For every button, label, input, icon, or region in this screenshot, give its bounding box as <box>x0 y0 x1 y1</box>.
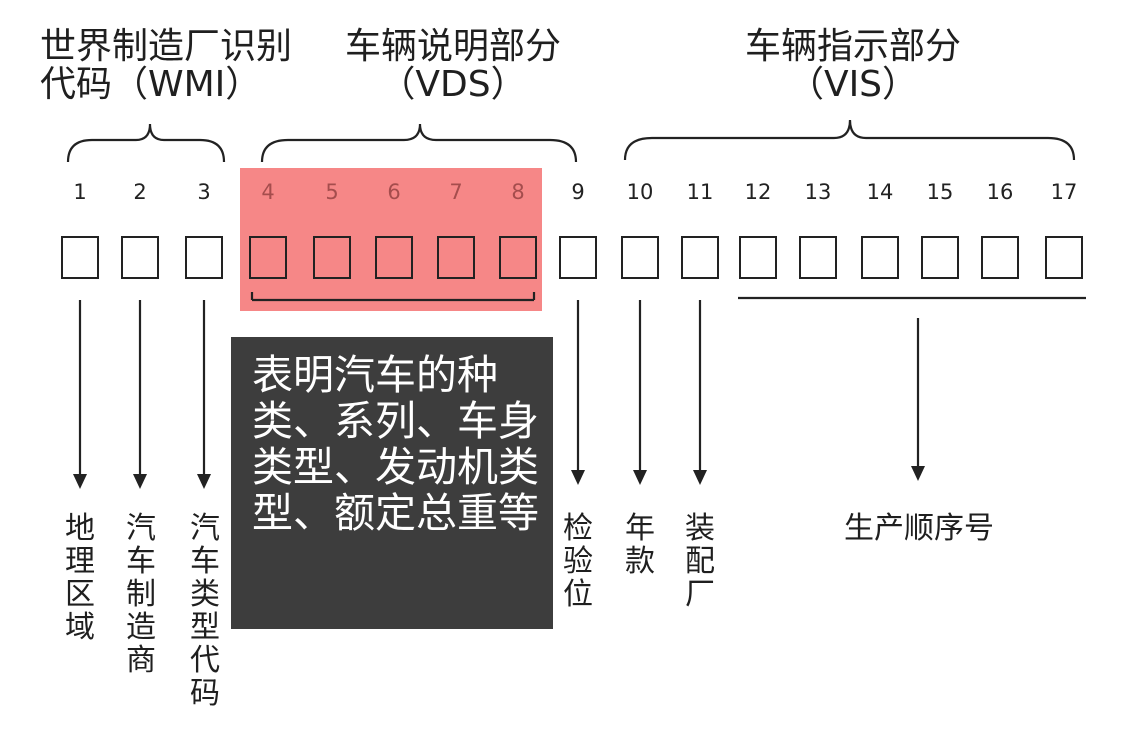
label-model-year: 年款 <box>625 511 655 579</box>
vds-title-line2: （VDS） <box>379 64 527 105</box>
label-vehicle-type-code: 汽车类型代码 <box>190 511 220 711</box>
vin-char-box-14 <box>861 236 899 279</box>
vin-char-box-9 <box>559 236 597 279</box>
wmi-title-line2: 代码（WMI） <box>40 64 262 105</box>
vin-char-box-11 <box>681 236 719 279</box>
vin-char-box-7 <box>437 236 475 279</box>
position-number-11: 11 <box>686 180 714 204</box>
vin-char-box-10 <box>621 236 659 279</box>
label-manufacturer: 汽车制造商 <box>126 511 156 678</box>
arrow-head-10 <box>633 470 647 485</box>
arrow-head-3 <box>197 474 211 489</box>
vin-char-box-13 <box>799 236 837 279</box>
vin-char-box-4 <box>249 236 287 279</box>
vis-title-line1: 车辆指示部分 <box>744 26 961 67</box>
position-number-14: 14 <box>866 180 894 204</box>
position-number-16: 16 <box>986 180 1014 204</box>
wmi-title-line1: 世界制造厂识别 <box>40 26 293 67</box>
vds-title-line1: 车辆说明部分 <box>344 26 561 67</box>
label-serial-number: 生产顺序号 <box>844 511 994 546</box>
position-number-15: 15 <box>926 180 954 204</box>
vis-title-line2: （VIS） <box>787 64 919 105</box>
vin-char-box-5 <box>313 236 351 279</box>
position-number-2: 2 <box>133 180 147 204</box>
position-number-12: 12 <box>744 180 772 204</box>
position-number-1: 1 <box>73 180 87 204</box>
vds-title: 车辆说明部分 （VDS） <box>318 28 588 104</box>
wmi-brace <box>66 123 226 163</box>
position-number-4: 4 <box>261 180 275 204</box>
vis-brace <box>623 119 1076 161</box>
position-number-5: 5 <box>325 180 339 204</box>
position-number-10: 10 <box>626 180 654 204</box>
vin-char-box-2 <box>121 236 159 279</box>
arrow-head-2 <box>133 474 147 489</box>
vin-char-box-6 <box>375 236 413 279</box>
position-number-3: 3 <box>197 180 211 204</box>
vin-char-box-15 <box>921 236 959 279</box>
vin-char-box-3 <box>185 236 223 279</box>
vds-description-panel <box>231 337 553 629</box>
vin-char-box-17 <box>1045 236 1083 279</box>
vds-description-text: 表明汽车的种类、系列、车身类型、发动机类型、额定总重等 <box>252 351 539 537</box>
position-number-9: 9 <box>571 180 585 204</box>
vin-char-box-1 <box>61 236 99 279</box>
position-number-17: 17 <box>1050 180 1078 204</box>
label-geographic-region: 地理区域 <box>65 511 95 645</box>
vin-char-box-8 <box>499 236 537 279</box>
position-number-13: 13 <box>804 180 832 204</box>
arrow-head-1 <box>73 474 87 489</box>
vds-highlight <box>240 168 542 311</box>
position-number-6: 6 <box>387 180 401 204</box>
label-assembly-plant: 装配厂 <box>685 511 715 612</box>
arrow-head-9 <box>571 470 585 485</box>
vin-char-box-16 <box>981 236 1019 279</box>
vis-title: 车辆指示部分 （VIS） <box>718 28 988 104</box>
vds-brace <box>260 123 578 163</box>
wmi-title: 世界制造厂识别 代码（WMI） <box>40 28 292 104</box>
position-number-8: 8 <box>511 180 525 204</box>
vin-char-box-12 <box>739 236 777 279</box>
label-check-digit: 检验位 <box>563 511 593 612</box>
position-number-7: 7 <box>449 180 463 204</box>
arrow-head-vis <box>911 466 925 481</box>
arrow-head-11 <box>693 470 707 485</box>
